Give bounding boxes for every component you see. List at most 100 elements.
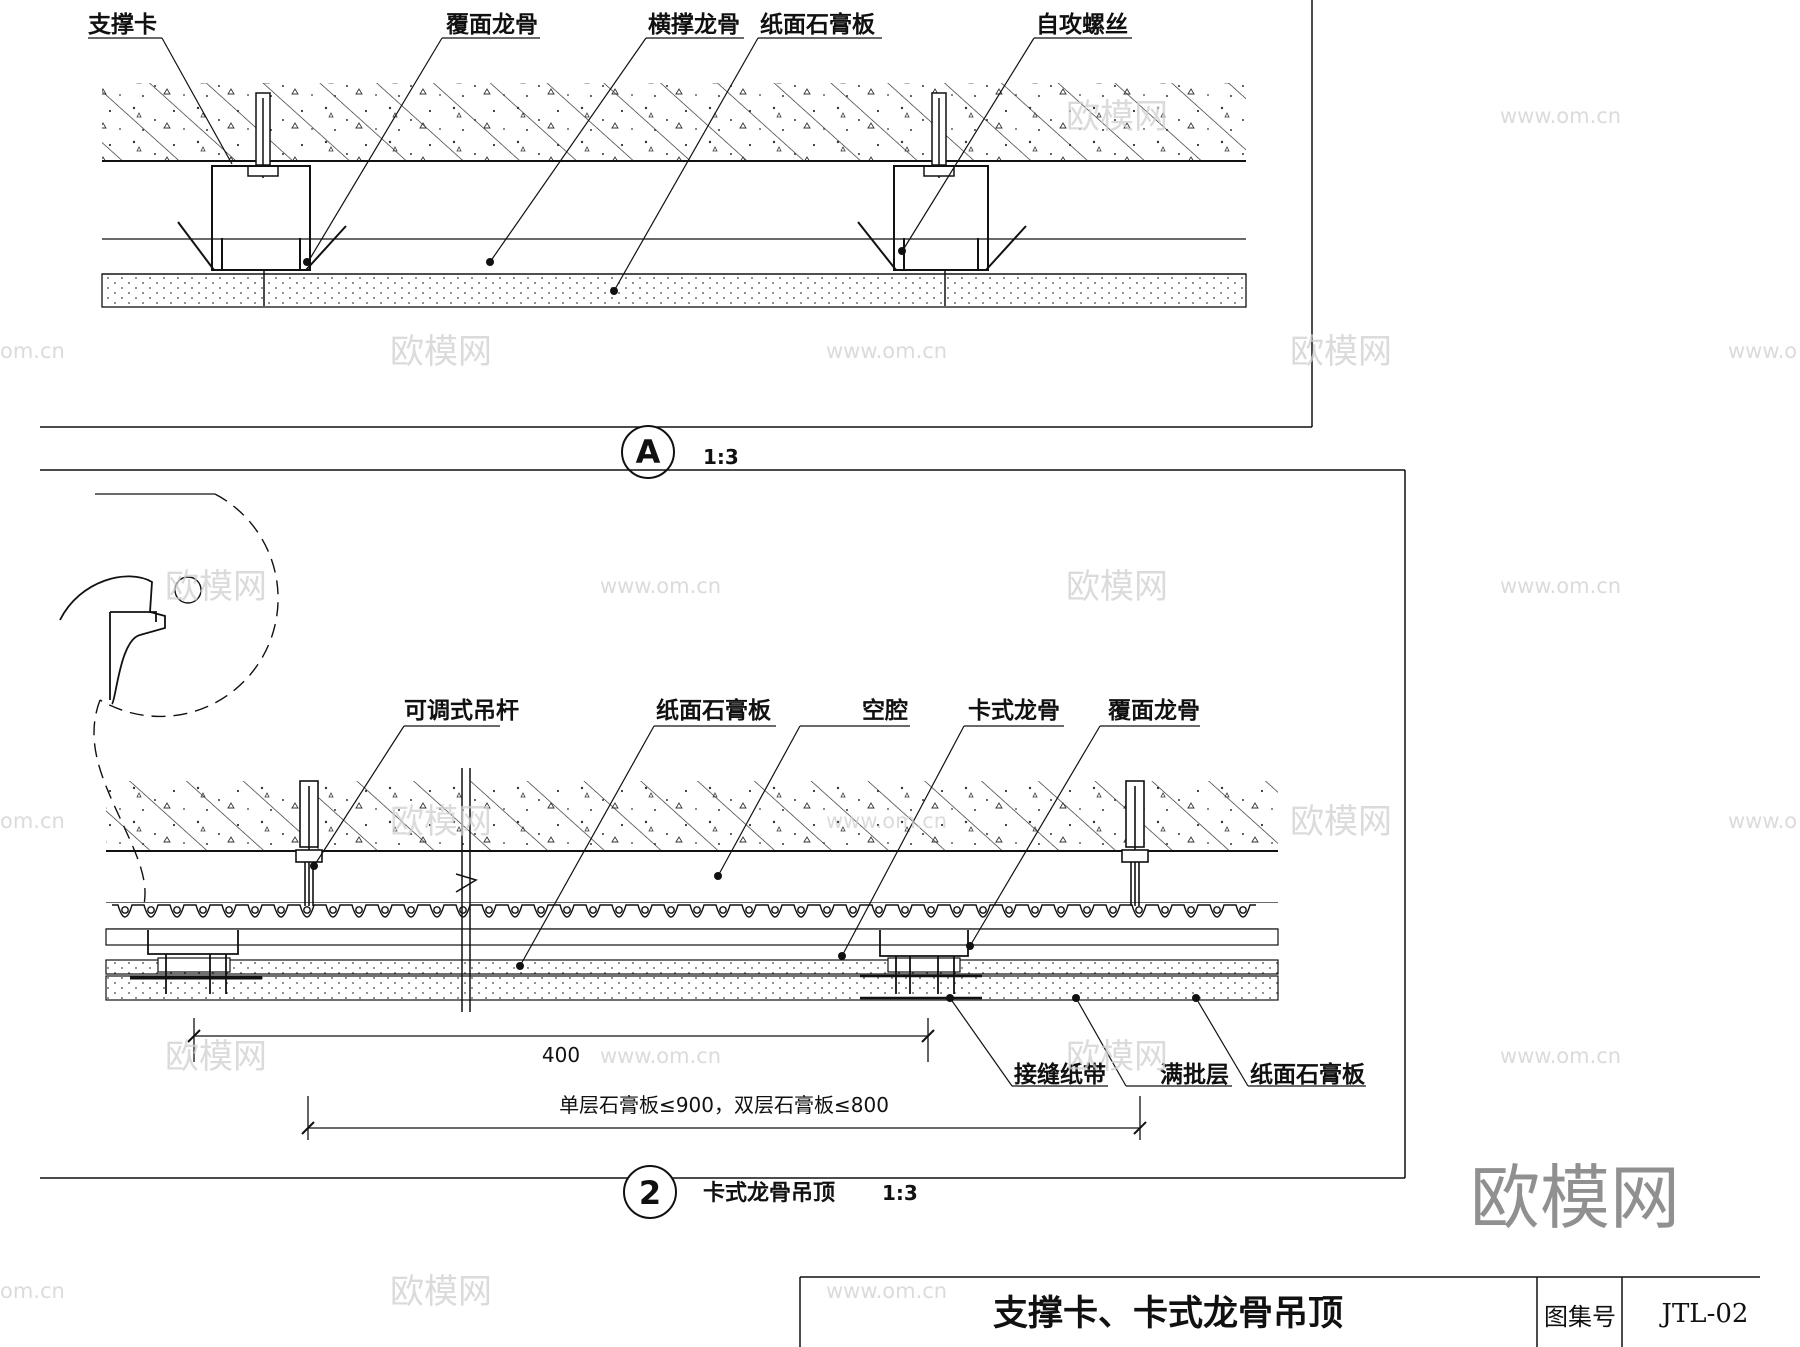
drawing-title: 支撑卡、卡式龙骨吊顶 xyxy=(993,1294,1343,1334)
detail-2-marker-circle xyxy=(623,1165,677,1219)
watermark-logo: 欧模网 xyxy=(1066,567,1168,607)
clip-keel-hole xyxy=(381,906,389,914)
detail-a-marker: A xyxy=(636,433,661,471)
label-joint-paper-tape: 接缝纸带 xyxy=(1014,1061,1106,1088)
concrete-slab-2 xyxy=(106,781,1278,852)
break-line xyxy=(455,768,478,1012)
watermark-logo: 欧模网 xyxy=(165,567,267,607)
dimension-span xyxy=(301,1096,1147,1140)
detail-2-title: 卡式龙骨吊顶 xyxy=(703,1181,835,1206)
clip-keel-hole xyxy=(1161,906,1169,914)
clip-keel-hole xyxy=(199,906,207,914)
clip-keel-hole xyxy=(849,906,857,914)
clip-keel-hole xyxy=(1057,906,1065,914)
clip-keel-hole xyxy=(121,906,129,914)
clip-keel-hole xyxy=(875,906,883,914)
clip-keel-hole xyxy=(1187,906,1195,914)
watermark-url: www.om.cn xyxy=(600,1044,721,1068)
gypsum-board xyxy=(101,273,1247,308)
label-gypsum-board: 纸面石膏板 xyxy=(760,11,876,38)
clip-keel-hole xyxy=(1005,906,1013,914)
clip-keel-hole xyxy=(667,906,675,914)
watermark-url-fragment: www.o xyxy=(1728,339,1797,363)
dimension-400 xyxy=(187,1018,935,1062)
detail-2-frame xyxy=(40,469,1406,1179)
clip-keel-hole xyxy=(537,906,545,914)
watermark-url-fragment: www.o xyxy=(1728,809,1797,833)
clip-keel-hole xyxy=(589,906,597,914)
detail-2-scale: 1:3 xyxy=(882,1181,918,1205)
support-clip-left xyxy=(177,92,347,306)
clip-keel-hole xyxy=(745,906,753,914)
watermark-url: www.om.cn xyxy=(826,809,947,833)
watermark-url: www.om.cn xyxy=(826,339,947,363)
clip-keel-hole xyxy=(433,906,441,914)
watermark-logo: 欧模网 xyxy=(1290,332,1392,372)
clip-keel-hole xyxy=(459,906,467,914)
watermark-logo: 欧模网 xyxy=(390,1272,492,1312)
clip-keel-hole xyxy=(355,906,363,914)
clip-keel-hole xyxy=(485,906,493,914)
watermark-url: www.om.cn xyxy=(600,574,721,598)
detail-a-leader-dots xyxy=(486,258,618,295)
clip-keel-hole xyxy=(1213,906,1221,914)
title-block: 支撑卡、卡式龙骨吊顶 图集号 JTL-02 xyxy=(799,1276,1760,1347)
concrete-slab xyxy=(102,83,1246,162)
clip-keel-hole xyxy=(1083,906,1091,914)
watermark-url: www.om.cn xyxy=(1500,1044,1621,1068)
detail-2-group: 可调式吊杆 纸面石膏板 空腔 卡式龙骨 覆面龙骨 接缝纸带 满批层 纸面石膏板 … xyxy=(40,469,1406,1219)
watermark-url-fragment: om.cn xyxy=(0,339,65,363)
label-putty-layer: 满批层 xyxy=(1160,1062,1229,1088)
detail-a-leaders xyxy=(88,37,1132,292)
clip-keel-hole xyxy=(719,906,727,914)
clip-keel-hole xyxy=(823,906,831,914)
detail-a-marker-circle xyxy=(621,425,675,479)
cover-keel-boards xyxy=(105,928,1279,1001)
clip-keel-hole xyxy=(1135,906,1143,914)
watermark-logo: 欧模网 xyxy=(1066,1037,1168,1077)
keel-section-right xyxy=(860,930,982,1000)
label-cover-keel-2: 覆面龙骨 xyxy=(1107,698,1200,724)
dimension-span-text: 单层石膏板≤900，双层石膏板≤800 xyxy=(559,1093,889,1117)
detail-2-leader-dots xyxy=(310,862,1200,1002)
clip-keel-hole xyxy=(901,906,909,914)
label-gypsum-board-2: 纸面石膏板 xyxy=(656,697,772,724)
cross-bracing-keel xyxy=(102,238,1246,275)
support-clip-right xyxy=(857,92,1027,306)
clip-keel-hole xyxy=(225,906,233,914)
label-self-tapping-screw: 自攻螺丝 xyxy=(1036,11,1128,38)
label-adjustable-hanger: 可调式吊杆 xyxy=(404,698,519,724)
clip-keel-hole xyxy=(303,906,311,914)
detail-a-frame xyxy=(40,0,1313,428)
label-cover-keel: 覆面龙骨 xyxy=(445,12,538,38)
watermark-logo: 欧模网 xyxy=(1066,97,1168,137)
clip-keel-hole xyxy=(1031,906,1039,914)
hanger-rod-left xyxy=(295,780,323,906)
label-support-clip: 支撑卡 xyxy=(87,12,157,38)
clip-keel-hole xyxy=(979,906,987,914)
clip-keel-hole xyxy=(173,906,181,914)
atlas-number: JTL-02 xyxy=(1659,1299,1749,1329)
watermark-url-fragment: om.cn xyxy=(0,1279,65,1303)
watermark-logo: 欧模网 xyxy=(1290,802,1392,842)
clip-keel-hole xyxy=(511,906,519,914)
clip-keel-hole xyxy=(329,906,337,914)
label-gypsum-board-3: 纸面石膏板 xyxy=(1250,1061,1366,1088)
watermark-layer: 欧模网 欧模网 欧模网 欧模网 欧模网 欧模网 欧模网 欧模网 欧模网 欧模网 … xyxy=(0,97,1797,1312)
clip-keel-hole xyxy=(693,906,701,914)
detail-2-marker: 2 xyxy=(639,1174,661,1212)
label-cross-bracing-keel: 横撑龙骨 xyxy=(648,12,740,38)
keel-section-left xyxy=(130,930,262,994)
magnified-callout xyxy=(59,493,279,931)
clip-keel-hole xyxy=(563,906,571,914)
hanger-rod-right xyxy=(1121,780,1149,906)
clip-keel-hole xyxy=(927,906,935,914)
watermark-url: www.om.cn xyxy=(1500,574,1621,598)
clip-keel-hole xyxy=(147,906,155,914)
detail-a-group: 支撑卡 覆面龙骨 横撑龙骨 纸面石膏板 自攻螺丝 A 1:3 xyxy=(40,0,1313,479)
detail-2-leaders xyxy=(313,725,1366,1087)
dimension-400-text: 400 xyxy=(542,1043,580,1067)
clip-keel-hole xyxy=(1109,906,1117,914)
clip-keel-hole xyxy=(953,906,961,914)
